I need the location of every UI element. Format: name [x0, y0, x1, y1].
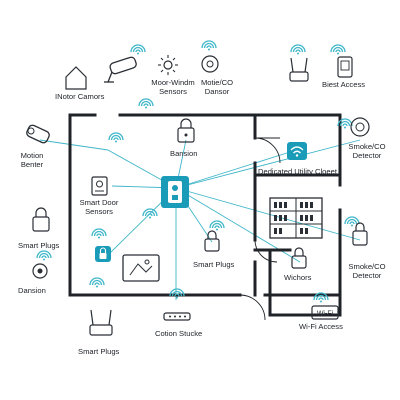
door-swings — [239, 137, 281, 321]
wifi-icon-router — [290, 44, 306, 55]
label-wichors: Wichors — [284, 273, 312, 282]
wifi-icon-co — [201, 40, 217, 51]
wifi-badge-text: Wi-Fi — [317, 311, 334, 318]
label-smoke-detector-bottom: Smoke/CO Detector — [348, 262, 386, 280]
motion-camera-icon — [26, 124, 50, 144]
utility-wifi-badge-icon[interactable] — [287, 142, 307, 160]
wifi-icon-plug-center — [209, 220, 225, 231]
dansion-sensor-icon — [32, 263, 48, 279]
label-dansion: Dansion — [18, 286, 46, 295]
wifi-icon-room — [108, 132, 124, 143]
label-utility-closet: Dedicated Utility Cloeet — [258, 167, 337, 176]
strip-sensor-icon — [163, 312, 191, 321]
security-camera-icon — [104, 56, 137, 83]
sun-sensor-icon — [158, 55, 178, 75]
lock-icon — [177, 118, 195, 143]
wifi-icon-router-bottom — [89, 277, 105, 288]
router-icon-bottom — [89, 309, 113, 336]
door-sensor-icon — [91, 176, 108, 196]
smart-plug-badge-icon[interactable] — [95, 246, 111, 262]
label-smart-plugs-left: Smart Plugs — [18, 241, 60, 250]
wifi-access-badge-icon: Wi-Fi — [311, 305, 339, 320]
wifi-signal-icons — [36, 40, 360, 303]
smart-plug-lock-icon — [204, 230, 220, 252]
router-icon-top — [289, 57, 309, 82]
label-cotion-stucke: Cotion Stucke — [155, 329, 203, 338]
central-hub-icon[interactable] — [161, 176, 189, 208]
server-rack-icon — [269, 197, 323, 239]
link-smoke-bottom — [175, 187, 361, 241]
label-indoor-camera: INotor Camors — [55, 92, 105, 101]
link-utility-wifi — [175, 151, 291, 189]
label-motion-sensors: Moor-Windm Sensors — [151, 78, 195, 96]
wifi-icon-door — [142, 208, 158, 219]
wifi-icon-motion — [138, 98, 154, 109]
wifi-icon-dansion — [36, 250, 52, 261]
co-sensor-icon — [201, 55, 219, 73]
link-motion-left — [39, 139, 109, 151]
house-icon — [65, 66, 87, 90]
label-motion-center: Motion Benter — [20, 151, 44, 169]
wichors-lock-icon — [291, 247, 307, 269]
label-smart-door-sensors: Smart Door Sensors — [79, 198, 119, 216]
label-smoke-detector-top: Smoke/CO Detector — [348, 142, 386, 160]
wifi-icon-plug — [91, 228, 107, 239]
wifi-icon-camera — [130, 44, 146, 55]
label-smart-plugs-center: Smart Plugs — [193, 260, 235, 269]
left-lock-icon — [32, 207, 50, 232]
label-wifi-access: Wi-Fi Access — [299, 322, 343, 331]
smoke-detector-top-icon — [350, 117, 370, 137]
wifi-icon-smoke-bottom — [344, 216, 360, 227]
label-bansion: Bansion — [170, 149, 198, 158]
wifi-icon-access — [313, 292, 329, 303]
label-best-access: Biest Access — [322, 80, 366, 89]
label-motion-co-sensor: Motie/CO Dansor — [200, 78, 234, 96]
label-smart-plugs-bottom: Smart Plugs — [78, 347, 120, 356]
wifi-icon-phone — [330, 44, 346, 55]
wifi-icon-strip — [169, 288, 185, 299]
smoke-detector-bottom-icon — [352, 222, 368, 246]
phone-device-icon — [337, 56, 353, 78]
display-panel-icon — [122, 254, 160, 282]
link-smoke-top — [175, 139, 361, 189]
